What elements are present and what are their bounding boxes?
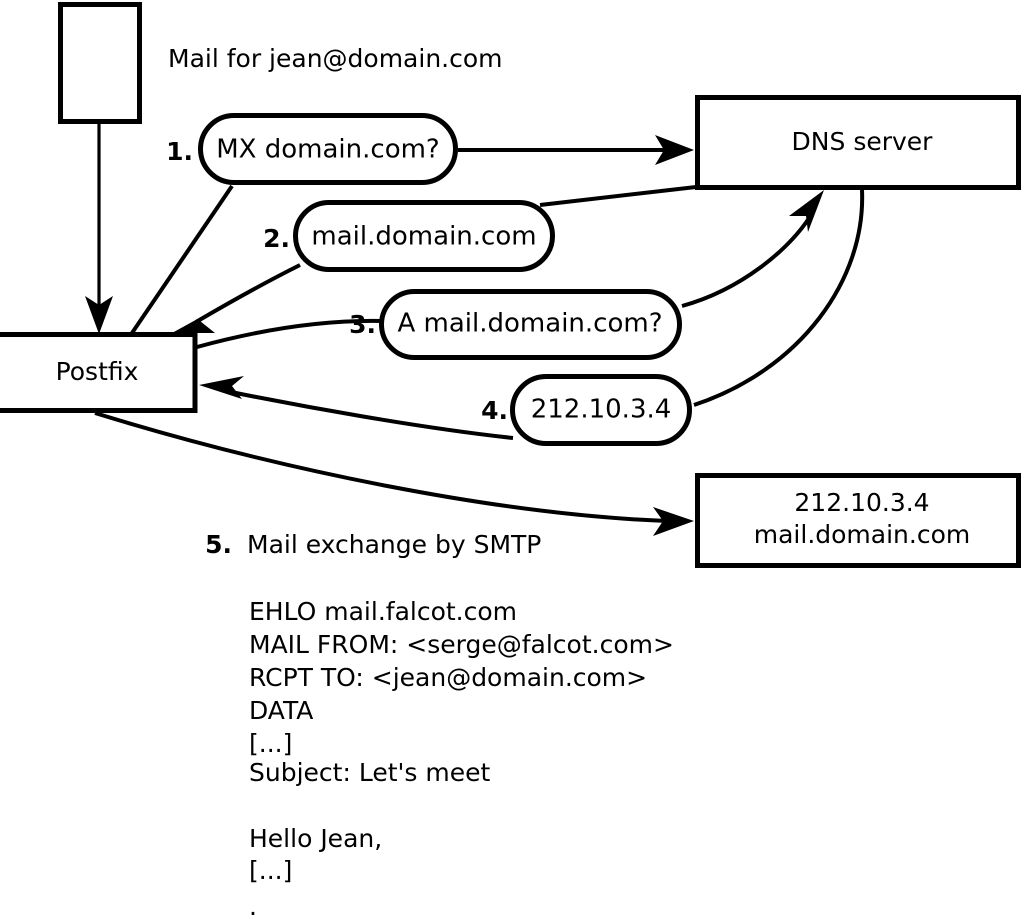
edge-line <box>539 185 697 207</box>
edge-dns-to-step4 <box>693 189 865 407</box>
edge-line <box>681 210 815 308</box>
edge-line <box>693 189 865 407</box>
arrow-head-icon <box>789 190 824 232</box>
smtp-transcript-line: MAIL FROM: <serge@falcot.com> <box>249 630 674 659</box>
smtp-transcript-line: [...] <box>249 856 292 885</box>
target-mailserver-ip-label: 212.10.3.4 <box>794 488 929 517</box>
arrow-head-icon <box>172 311 215 333</box>
step-4-bubble: 4. 212.10.3.4 <box>481 374 692 446</box>
page-title: Mail for jean@domain.com <box>168 44 503 73</box>
smtp-transcript-line: Hello Jean, <box>249 824 382 853</box>
target-mailserver-node: 212.10.3.4 mail.domain.com <box>695 473 1021 568</box>
step-2-number: 2. <box>263 224 290 253</box>
step-3-bubble-box <box>379 289 682 360</box>
dns-server-node-label: DNS server <box>792 127 934 156</box>
arrow-head-icon <box>85 296 113 334</box>
edge-sender-to-postfix <box>85 122 113 334</box>
edge-line <box>94 411 669 523</box>
step-3-label: A mail.domain.com? <box>398 309 663 339</box>
step-1-bubble-box <box>198 113 458 185</box>
step-1-label: MX domain.com? <box>216 135 439 165</box>
step-4-label: 212.10.3.4 <box>531 395 672 425</box>
smtp-transcript-line: . <box>249 892 257 919</box>
step-1-bubble: 1. MX domain.com? <box>166 113 458 185</box>
edge-step1-to-dns <box>458 135 694 165</box>
arrow-head-icon <box>199 376 244 399</box>
step-3-number: 3. <box>349 310 376 339</box>
target-mailserver-node-box <box>695 473 1021 568</box>
smtp-transcript-line: [...] <box>249 729 292 758</box>
step-2-label: mail.domain.com <box>311 222 536 252</box>
edge-step3-to-dns <box>681 190 824 308</box>
step-2-bubble-box <box>293 200 555 272</box>
edge-step2-to-postfix <box>172 263 301 333</box>
edge-line <box>194 263 301 324</box>
sender-mailbox-node <box>58 2 142 124</box>
smtp-transcript-line: EHLO mail.falcot.com <box>249 597 517 626</box>
step-5-label: Mail exchange by SMTP <box>247 530 541 559</box>
dns-server-node-box <box>695 95 1021 190</box>
arrow-head-icon <box>655 135 694 165</box>
step-5-number: 5. <box>205 530 232 559</box>
edge-line <box>130 184 234 335</box>
edge-line <box>196 318 383 349</box>
target-mailserver-host-label: mail.domain.com <box>754 520 970 549</box>
step-4-bubble-box <box>510 374 692 446</box>
edge-step1-to-postfix <box>130 184 234 335</box>
postfix-node-label: Postfix <box>56 357 139 386</box>
smtp-transcript-line: DATA <box>249 696 313 725</box>
edge-postfix-to-step3 <box>196 318 383 349</box>
edge-line <box>225 389 514 440</box>
postfix-node: Postfix <box>0 332 198 413</box>
step-2-bubble: 2. mail.domain.com <box>263 200 555 272</box>
smtp-transcript-line: Subject: Let's meet <box>249 758 490 787</box>
step-1-number: 1. <box>166 137 193 166</box>
postfix-node-box <box>0 332 198 413</box>
arrow-head-icon <box>653 507 694 536</box>
smtp-transcript-line: RCPT TO: <jean@domain.com> <box>249 663 647 692</box>
step-3-bubble: 3. A mail.domain.com? <box>349 289 682 360</box>
edge-postfix-to-target <box>94 411 694 536</box>
step-4-number: 4. <box>481 396 508 425</box>
edge-dns-to-step2 <box>539 185 697 207</box>
edge-step4-to-postfix <box>199 376 514 440</box>
dns-server-node: DNS server <box>695 95 1021 190</box>
